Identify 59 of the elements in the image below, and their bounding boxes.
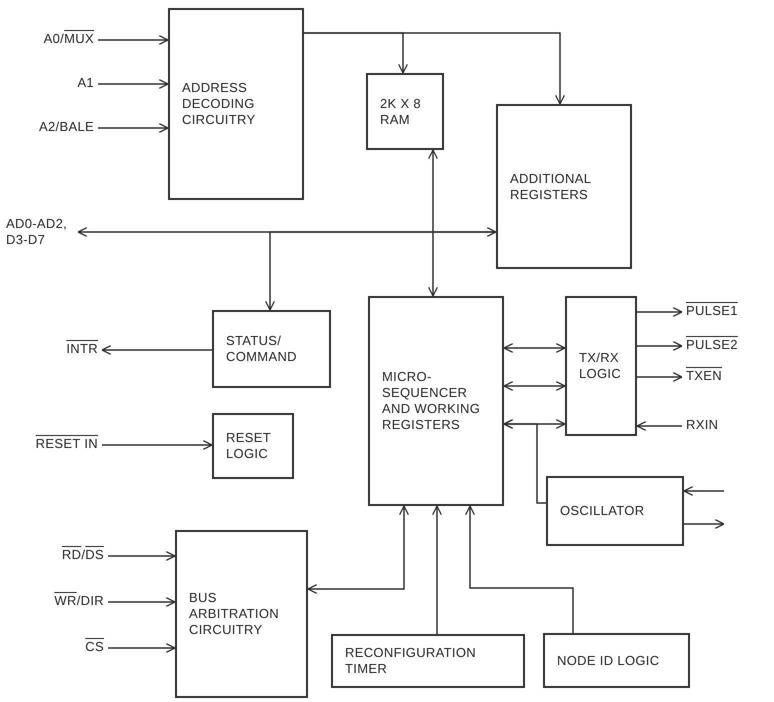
arrow (101, 344, 212, 356)
signal-label: INTR (54, 341, 98, 359)
block-label: RECONFIGURATION TIMER (345, 645, 478, 677)
block-box (331, 634, 525, 688)
block-box (546, 476, 684, 546)
block-label: 2K X 8 RAM (380, 96, 422, 128)
block-label: ADDITIONAL REGISTERS (510, 170, 592, 202)
block-label: STATUS/ COMMAND (226, 333, 298, 365)
block-label: NODE ID LOGIC (557, 652, 660, 668)
signal-label: A2/BALE (14, 119, 94, 137)
block-box (496, 104, 632, 269)
signal-label: PULSE1 (686, 303, 760, 321)
signal-label: AD0-AD2, D3-D7 (6, 216, 74, 250)
arrow (637, 306, 683, 318)
signal-label: PULSE2 (686, 337, 760, 355)
arrow (684, 518, 725, 530)
arrow (264, 231, 496, 311)
arrow (637, 340, 683, 352)
arrow (503, 418, 546, 504)
arrow (428, 149, 438, 297)
signal-label: A0/MUX (30, 31, 94, 49)
block-label: ADDRESS DECODING CIRCUITRY (182, 80, 256, 128)
arrow (464, 505, 574, 633)
arrow (637, 372, 683, 382)
block-box (175, 530, 308, 698)
block-box (212, 413, 294, 479)
signal-label: RD/DS (40, 547, 104, 565)
signal-label: RXIN (686, 417, 742, 435)
arrow (432, 505, 442, 634)
block-box (368, 296, 504, 506)
signal-label: A1 (30, 75, 94, 93)
block-label: TX/RX LOGIC (579, 350, 622, 382)
arrow (77, 226, 497, 238)
arrow (636, 420, 682, 432)
block-label: BUS ARBITRATION CIRCUITRY (189, 590, 280, 638)
arrow (98, 122, 169, 134)
signal-label: RESET IN (12, 436, 98, 454)
block-box (212, 310, 331, 388)
signal-label: CS (64, 639, 104, 657)
arrow (108, 550, 176, 562)
block-label: RESET LOGIC (226, 430, 272, 462)
arrow (503, 380, 566, 392)
arrow (503, 342, 566, 354)
arrow (683, 486, 724, 496)
block-label: MICRO-SEQUENCER AND WORKING REGISTERS (382, 369, 482, 433)
block-box (168, 8, 304, 200)
arrow (98, 78, 169, 90)
arrow (108, 642, 176, 654)
arrow (108, 596, 176, 608)
block-box (366, 73, 444, 150)
block-label: OSCILLATOR (560, 503, 646, 519)
arrow (98, 34, 169, 46)
block-box (543, 633, 690, 688)
signal-label: WR/DIR (30, 593, 104, 611)
block-box (565, 296, 637, 436)
arrow (307, 505, 410, 594)
arrow (304, 32, 566, 105)
signal-label: TXEN (686, 368, 742, 386)
arrow (102, 440, 213, 450)
